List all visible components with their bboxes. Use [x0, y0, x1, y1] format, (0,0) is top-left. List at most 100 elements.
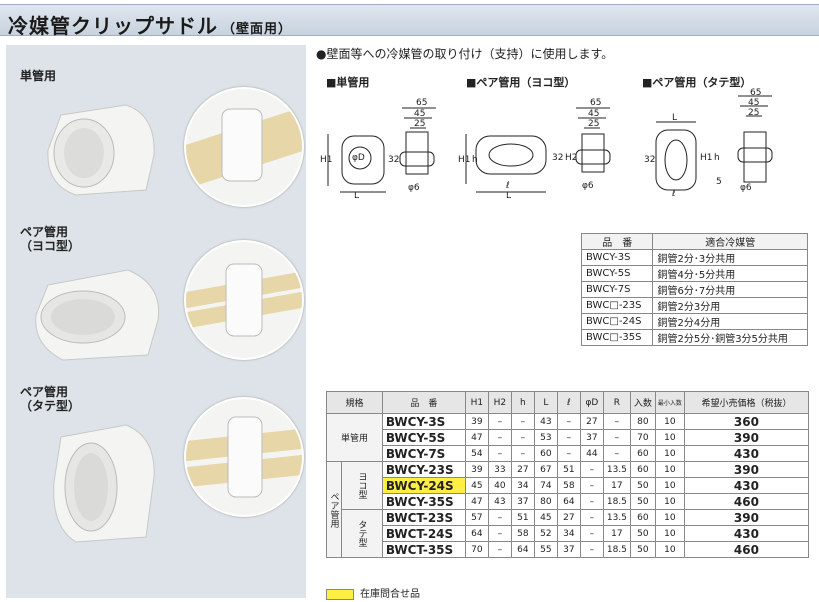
price-cell: 430	[683, 525, 810, 542]
column-header-phiD: φD	[579, 391, 604, 414]
photo-circle-yoko	[184, 240, 304, 360]
subgroup-label-tate: タテ型	[341, 509, 383, 558]
spec-cell: 80	[629, 413, 656, 430]
dim-45-single: 45	[414, 109, 425, 119]
spec-cell: –	[487, 509, 512, 526]
product-photo-tate	[53, 424, 155, 543]
spec-cell: –	[579, 509, 604, 526]
dim-phi6-yoko: φ6	[582, 181, 594, 191]
part-number-cell: BWCY-3S	[580, 249, 654, 266]
spec-cell: 37	[510, 493, 535, 510]
dim-25-tate: 25	[748, 108, 759, 118]
table-header-row: 規格 品 番 H1 H2 h L ℓ φD R 入数 最小入数 希望小売価格（税…	[326, 391, 810, 414]
spec-cell: 13.5	[602, 509, 631, 526]
spec-cell: 13.5	[602, 461, 631, 478]
part-number-cell: BWC□-24S	[580, 313, 654, 330]
compatible-pipe-cell: 銅管2分･3分共用	[652, 249, 808, 266]
spec-cell: 44	[579, 445, 604, 462]
compatible-pipe-cell: 銅管2分4分用	[652, 313, 808, 330]
part-number-cell: BWCY-24S	[381, 477, 466, 494]
dim-L-tate: L	[672, 113, 677, 123]
spec-cell: 18.5	[602, 541, 631, 558]
spec-cell: –	[487, 445, 512, 462]
dim-32-single: 32	[388, 155, 399, 165]
spec-cell: 10	[654, 477, 685, 494]
column-header-price: 希望小売価格（税抜）	[683, 391, 810, 414]
spec-cell: 70	[464, 541, 489, 558]
compatible-pipe-cell: 銅管2分5分･銅管3分5分共用	[652, 329, 808, 346]
part-number-cell: BWCY-23S	[381, 461, 466, 478]
spec-cell: –	[602, 445, 631, 462]
spec-cell: 60	[629, 461, 656, 478]
dim-32-yoko: 32	[552, 153, 563, 163]
part-number-cell: BWCT-24S	[381, 525, 466, 542]
spec-cell: 64	[464, 525, 489, 542]
spec-cell: 64	[556, 493, 581, 510]
product-photo-single	[47, 104, 155, 196]
spec-cell: 33	[487, 461, 512, 478]
spec-cell: 18.5	[602, 493, 631, 510]
spec-cell: 10	[654, 493, 685, 510]
spec-cell: 10	[654, 541, 685, 558]
compatible-pipe-cell: 銅管6分･7分共用	[652, 281, 808, 298]
spec-cell: –	[556, 429, 581, 446]
spec-cell: –	[579, 493, 604, 510]
column-header-h2: H2	[487, 391, 512, 414]
spec-cell: –	[602, 429, 631, 446]
column-header-qty: 入数	[629, 391, 656, 414]
spec-cell: –	[602, 413, 631, 430]
column-header-l: ℓ	[556, 391, 581, 414]
spec-cell: 10	[654, 445, 685, 462]
diagram-label-single: ■単管用	[326, 76, 370, 89]
spec-cell: 34	[510, 477, 535, 494]
part-number-cell: BWCY-35S	[381, 493, 466, 510]
spec-cell: 10	[654, 461, 685, 478]
label-pair-tate: ペア管用（タテ型）	[20, 385, 81, 413]
spec-cell: –	[556, 445, 581, 462]
dim-h-yoko: h	[472, 155, 478, 165]
column-header-h: h	[510, 391, 535, 414]
drawing-yoko	[465, 107, 611, 193]
price-cell: 460	[683, 541, 810, 558]
spec-cell: 10	[654, 525, 685, 542]
dim-h-tate: h	[714, 153, 720, 163]
title-bar: 冷媒管クリップサドル（壁面用）	[0, 4, 819, 38]
spec-cell: 10	[654, 509, 685, 526]
spec-cell: 60	[629, 509, 656, 526]
column-header: 適合冷媒管	[652, 233, 808, 250]
spec-cell: –	[579, 461, 604, 478]
dim-phiD-single: φD	[352, 153, 365, 163]
photo-circle-single	[184, 87, 304, 207]
part-number-cell: BWC□-35S	[580, 329, 654, 346]
part-number-cell: BWCY-5S	[580, 265, 654, 282]
part-number-cell: BWCT-35S	[381, 541, 466, 558]
spec-cell: 58	[510, 525, 535, 542]
intro-text: ●壁面等への冷媒管の取り付け（支持）に使用します。	[316, 47, 614, 61]
spec-cell: 27	[579, 413, 604, 430]
spec-cell: 51	[510, 509, 535, 526]
spec-cell: –	[487, 413, 512, 430]
spec-cell: –	[487, 429, 512, 446]
price-cell: 460	[683, 493, 810, 510]
photo-circle-tate	[184, 397, 304, 517]
column-header-part: 品 番	[381, 391, 466, 414]
spec-cell: 47	[464, 493, 489, 510]
part-number-cell: BWC□-23S	[580, 297, 654, 314]
part-number-cell: BWCY-3S	[381, 413, 466, 430]
page-header: 冷媒管クリップサドル（壁面用）	[0, 0, 819, 40]
dim-L-single: L	[354, 191, 359, 200]
spec-cell: –	[579, 477, 604, 494]
spec-cell: 47	[464, 429, 489, 446]
spec-cell: –	[510, 445, 535, 462]
column-header-min-qty: 最小入数	[654, 391, 685, 414]
dim-65-yoko: 65	[590, 98, 601, 108]
spec-cell: 50	[629, 541, 656, 558]
price-cell: 430	[683, 445, 810, 462]
price-table: 規格 品 番 H1 H2 h L ℓ φD R 入数 最小入数 希望小売価格（税…	[326, 391, 810, 558]
dim-25-single: 25	[414, 119, 425, 129]
spec-cell: 74	[533, 477, 558, 494]
